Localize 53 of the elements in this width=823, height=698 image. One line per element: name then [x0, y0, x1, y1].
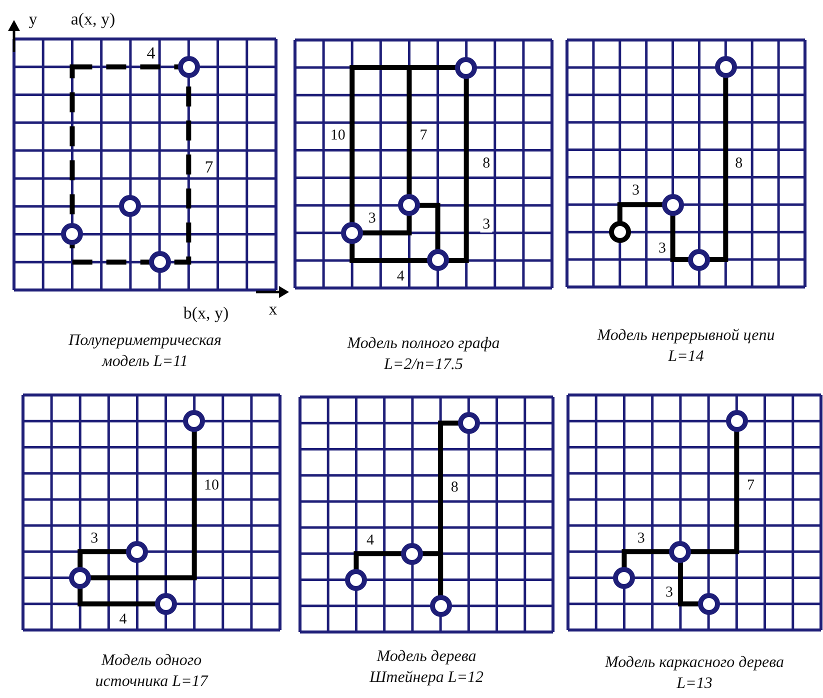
pin-circle — [345, 568, 368, 591]
pin-circle — [662, 194, 684, 216]
wire — [446, 76, 469, 263]
pin-circle — [398, 194, 420, 216]
node-label: Модель полного графа L=2/n=17.5 — [346, 334, 501, 375]
node-label: Полупериметрическая модель L=11 — [68, 331, 222, 372]
axis-label: y — [28, 10, 38, 28]
wire — [670, 213, 691, 262]
pin-circle — [154, 592, 177, 615]
dimension-label: 4 — [146, 44, 156, 62]
edge-label: 8 — [733, 156, 745, 171]
wire — [354, 551, 404, 572]
wire — [78, 586, 158, 606]
pin-circle — [61, 223, 84, 246]
wire — [418, 202, 440, 252]
pin-circle — [669, 540, 692, 563]
wire — [78, 549, 129, 570]
axis-label: a(x, y) — [70, 10, 116, 28]
pin-circle — [69, 566, 92, 589]
wire — [420, 551, 444, 598]
axis-label: x — [268, 300, 278, 318]
pin-circle — [726, 410, 748, 432]
wire — [617, 202, 664, 224]
pin-circle — [608, 221, 631, 244]
pin-circle — [455, 56, 478, 79]
wire — [88, 430, 197, 580]
pin-circle — [714, 56, 737, 78]
pin-circle — [688, 248, 710, 271]
dimension-label: 7 — [204, 158, 214, 176]
node-label: Модель одного источника L=17 — [94, 651, 210, 692]
pin-circle — [341, 222, 364, 244]
wire — [678, 560, 700, 606]
pin-circle — [148, 251, 171, 274]
pin-circle — [183, 410, 206, 432]
pin-circle — [613, 566, 636, 589]
pin-circle — [401, 542, 424, 565]
wire — [708, 76, 728, 262]
node-label: Модель каркасного дерева L=13 — [604, 653, 785, 694]
pin-circle — [458, 412, 480, 434]
pin-circle — [126, 540, 148, 563]
node-label: Модель дерева Штейнера L=12 — [368, 647, 485, 688]
wire — [622, 549, 672, 570]
pin-circle — [430, 594, 452, 617]
axis-label: b(x, y) — [183, 304, 229, 322]
node-label: Модель непрерывной цепи L=14 — [596, 326, 776, 367]
wire — [360, 214, 412, 236]
pin-circle — [698, 592, 720, 615]
wire — [350, 241, 430, 263]
pin-circle — [426, 249, 449, 272]
pin-circle — [178, 56, 200, 78]
edge-label: 3 — [480, 217, 492, 232]
wire — [688, 430, 740, 554]
pin-circle — [119, 195, 142, 218]
